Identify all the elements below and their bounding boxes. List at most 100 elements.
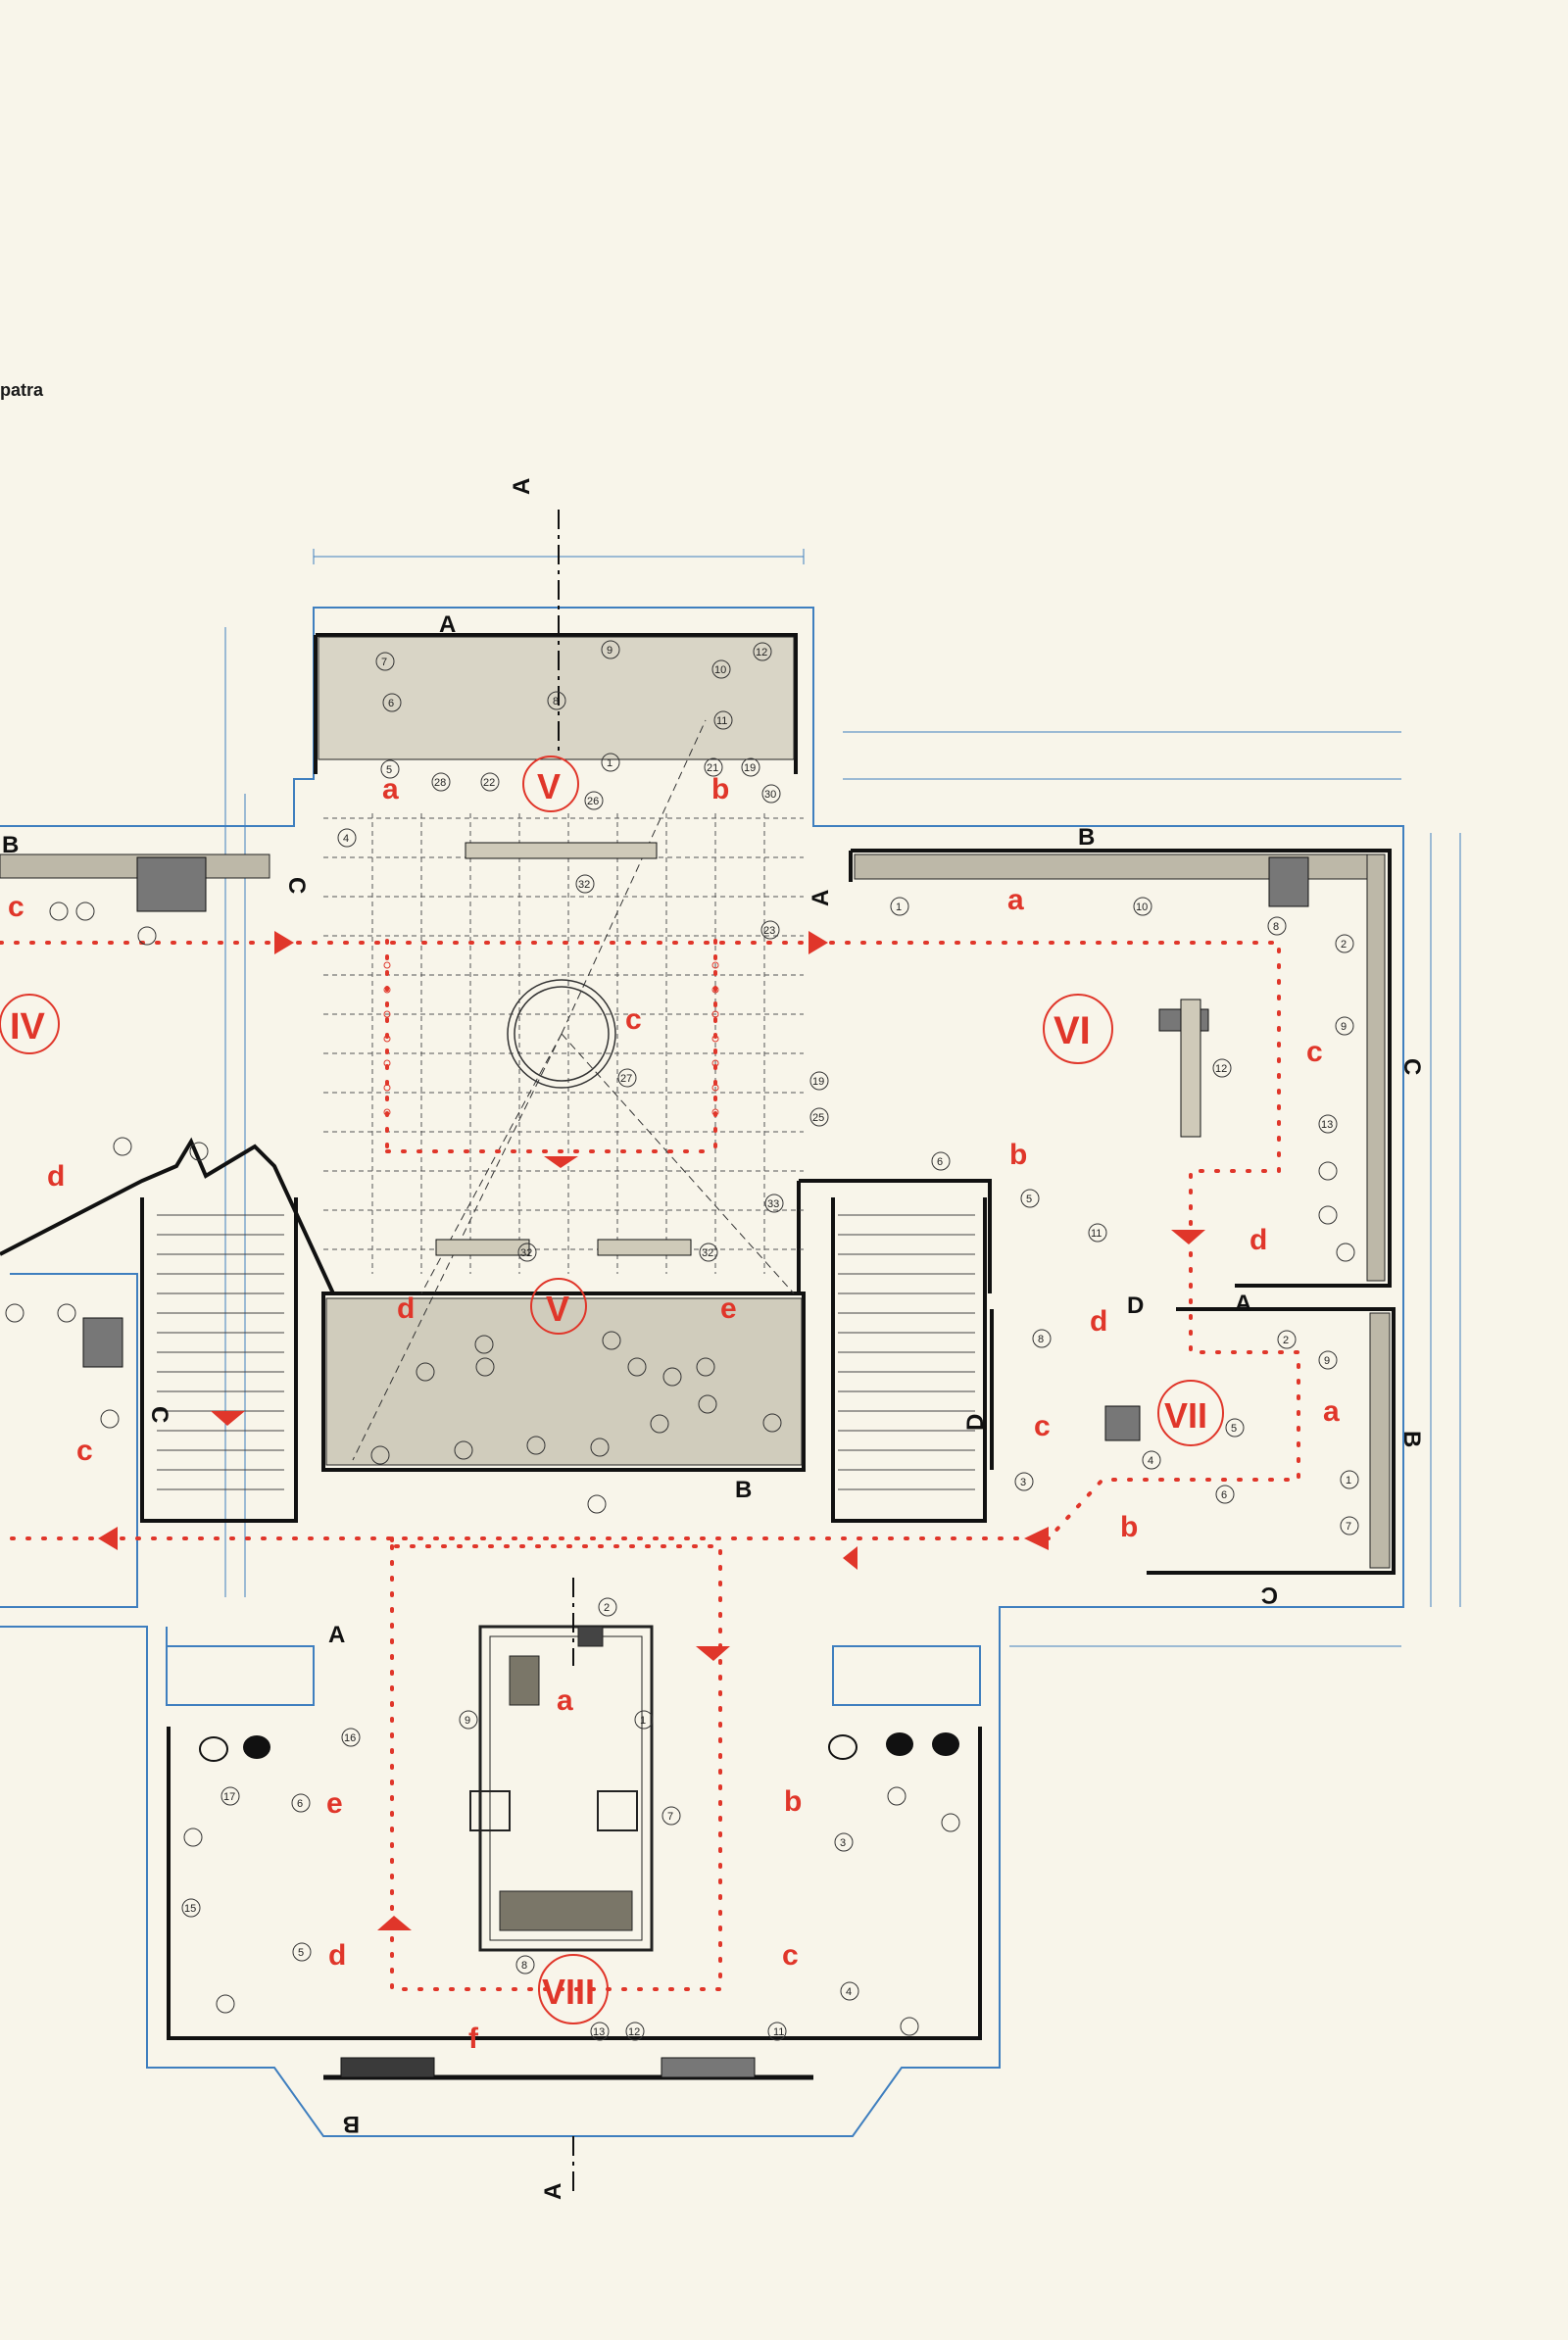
- wall-label-b-center: B: [735, 1477, 752, 1503]
- zone-c-iv: c: [8, 891, 24, 923]
- callout-roomV-9: 9: [607, 645, 612, 657]
- callout-roomV-22: 22: [483, 777, 495, 789]
- zone-d-viii: d: [328, 1939, 346, 1972]
- zone-a-vii: a: [1323, 1395, 1340, 1428]
- callout-roomV-1: 1: [607, 757, 612, 769]
- center-circle: [352, 719, 795, 1461]
- callout-viii-16: 16: [344, 1732, 356, 1744]
- callout-center-4: 4: [343, 833, 349, 845]
- callout-viii-6: 6: [297, 1798, 303, 1810]
- callout-viii-7: 7: [667, 1811, 673, 1823]
- wall-label-d-mid: D: [1127, 1292, 1144, 1319]
- zone-b-viii: b: [784, 1785, 802, 1818]
- callout-vii-4: 4: [1148, 1455, 1153, 1467]
- callout-center-19: 19: [812, 1076, 824, 1088]
- zone-e-v: e: [720, 1292, 737, 1325]
- callout-roomV-26: 26: [587, 796, 599, 807]
- hatched-walls: [0, 636, 1391, 1569]
- callout-center-25: 25: [812, 1112, 824, 1124]
- callout-vi-8: 8: [1273, 921, 1279, 933]
- callout-viii-2: 2: [604, 1602, 610, 1614]
- callout-vii-7: 7: [1346, 1521, 1351, 1533]
- callout-roomV-12: 12: [756, 647, 767, 658]
- callout-vii-9: 9: [1324, 1355, 1330, 1367]
- callout-viii-12: 12: [628, 2026, 640, 2038]
- zone-f-viii: f: [468, 2023, 479, 2055]
- callout-viii-9: 9: [465, 1715, 470, 1727]
- callout-vi-12: 12: [1215, 1063, 1227, 1075]
- benches: [82, 842, 1309, 2078]
- callout-roomV-28: 28: [434, 777, 446, 789]
- item-callouts: [5, 640, 1359, 2041]
- section-marker-top: A: [509, 478, 535, 495]
- callout-viii-3: 3: [840, 1837, 846, 1849]
- callout-viii-5: 5: [298, 1947, 304, 1959]
- wall-label-a-right: A: [1235, 1291, 1251, 1317]
- zone-b-vii: b: [1120, 1511, 1138, 1543]
- wall-label-d-stairs: D: [962, 1414, 989, 1431]
- callout-vi-13: 13: [1321, 1119, 1333, 1131]
- callout-roomV-6: 6: [388, 698, 394, 709]
- chair-icons: [199, 1732, 959, 1762]
- room-vii-label: VII: [1164, 1395, 1207, 1436]
- zone-d-vii: d: [1090, 1305, 1107, 1338]
- section-line-a: [558, 510, 574, 2195]
- zone-a-vi: a: [1007, 884, 1024, 916]
- callout-viii-11: 11: [773, 2026, 784, 2038]
- wall-label-c-right: C: [1398, 1058, 1425, 1075]
- callout-roomV-11: 11: [716, 715, 727, 727]
- callout-vi-6: 6: [937, 1156, 943, 1168]
- wall-label-c-vii: C: [1261, 1582, 1278, 1608]
- callout-vi-2: 2: [1341, 939, 1347, 951]
- floor-grid: [323, 813, 804, 1274]
- callout-center-23: 23: [763, 925, 775, 937]
- stairs-left: [157, 1214, 284, 1490]
- wall-label-c-left: C: [283, 877, 310, 894]
- zone-d-v: d: [397, 1292, 415, 1325]
- wall-label-a-viii: A: [328, 1622, 345, 1648]
- zone-d-vi: d: [1250, 1224, 1267, 1256]
- room-viii-label: VIII: [542, 1972, 595, 2012]
- stairs-right: [838, 1214, 975, 1490]
- callout-roomV-19: 19: [744, 762, 756, 774]
- wall-label-b-right: B: [1078, 824, 1095, 851]
- zone-b-vi: b: [1009, 1139, 1027, 1171]
- blue-outline: [0, 607, 1404, 2137]
- zone-c-vii: c: [1034, 1410, 1051, 1442]
- zone-c-v: c: [625, 1003, 642, 1036]
- wall-label-a-mid: A: [808, 890, 834, 906]
- callout-vi-5: 5: [1026, 1194, 1032, 1205]
- callout-vii-6: 6: [1221, 1489, 1227, 1501]
- walls: [0, 633, 1396, 2080]
- zone-d-iv: d: [47, 1160, 65, 1193]
- callout-viii-17: 17: [223, 1791, 235, 1803]
- room-circles: [0, 756, 1224, 2024]
- zone-c-iv-low: c: [76, 1435, 93, 1467]
- zone-e-viii: e: [326, 1787, 343, 1820]
- section-marker-bottom: A: [540, 2183, 566, 2200]
- callout-center-32c: 32: [702, 1247, 713, 1259]
- callout-viii-15: 15: [184, 1903, 196, 1915]
- callout-center-27: 27: [620, 1073, 632, 1085]
- zone-a-viii: a: [557, 1684, 573, 1717]
- callout-vii-5: 5: [1231, 1423, 1237, 1435]
- callout-viii-1: 1: [640, 1715, 646, 1727]
- visitor-route: [0, 939, 1300, 1991]
- callout-roomV-7: 7: [381, 657, 387, 668]
- callout-vii-1: 1: [1346, 1475, 1351, 1487]
- dimension-lines: [224, 549, 1461, 1647]
- central-display: [469, 1625, 654, 1952]
- callout-viii-8: 8: [521, 1960, 527, 1972]
- callout-vi-11: 11: [1091, 1228, 1102, 1240]
- callout-roomV-8: 8: [553, 696, 559, 707]
- room-v-mid-label: V: [546, 1289, 569, 1329]
- callout-vi-10: 10: [1136, 902, 1148, 913]
- zone-c-viii: c: [782, 1939, 799, 1972]
- zone-a-v: a: [382, 773, 399, 805]
- callout-vi-9: 9: [1341, 1021, 1347, 1033]
- callout-center-32: 32: [578, 879, 590, 891]
- callout-vii-3: 3: [1020, 1477, 1026, 1488]
- callout-roomV-5: 5: [386, 764, 392, 776]
- route-arrows: [98, 931, 1205, 1930]
- callout-roomV-21: 21: [707, 762, 718, 774]
